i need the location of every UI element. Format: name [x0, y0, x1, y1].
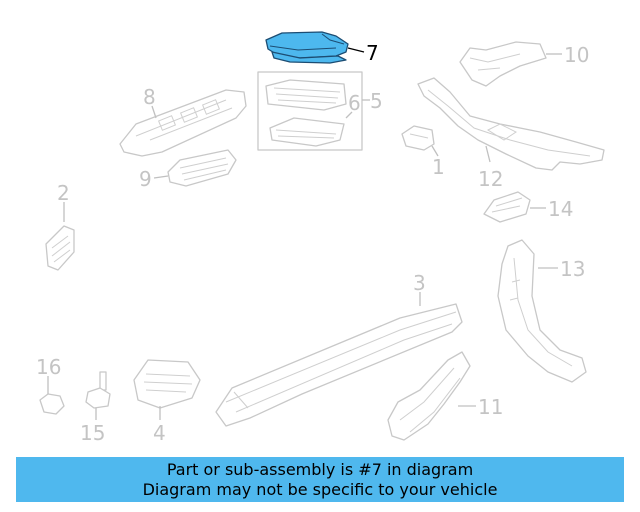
callout-10: 10 — [564, 43, 589, 67]
part-12-long-duct[interactable] — [417, 77, 605, 171]
part-11-bracket-duct[interactable] — [387, 351, 471, 441]
callout-6: 6 — [348, 91, 361, 115]
callout-4: 4 — [153, 421, 166, 445]
callout-8: 8 — [143, 85, 156, 109]
callout-3: 3 — [413, 271, 426, 295]
part-5-assembly-box[interactable] — [257, 71, 363, 151]
part-3-long-rail[interactable] — [215, 303, 463, 427]
banner-line-1: Part or sub-assembly is #7 in diagram — [166, 460, 474, 479]
callout-5: 5 — [370, 89, 383, 113]
part-8-vent-panel[interactable] — [119, 89, 247, 157]
callout-1: 1 — [432, 155, 445, 179]
callout-15: 15 — [80, 421, 105, 445]
callout-16: 16 — [36, 355, 61, 379]
part-2-side-vent[interactable] — [45, 225, 75, 271]
part-16-nut[interactable] — [39, 393, 65, 415]
part-15-clip[interactable] — [85, 371, 111, 409]
parts-diagram: 7 6 5 8 9 10 12 — [36, 31, 605, 445]
callout-11: 11 — [478, 395, 503, 419]
callout-13: 13 — [560, 257, 585, 281]
callout-9: 9 — [139, 167, 152, 191]
callout-7: 7 — [366, 41, 379, 65]
info-banner: Part or sub-assembly is #7 in diagram Di… — [16, 457, 624, 502]
part-4-vent[interactable] — [133, 359, 201, 409]
callout-14: 14 — [548, 197, 573, 221]
part-1-clip[interactable] — [401, 125, 435, 151]
part-13-vertical-duct[interactable] — [497, 239, 587, 383]
callout-12: 12 — [478, 167, 503, 191]
part-10-duct[interactable] — [459, 41, 547, 87]
banner-line-2: Diagram may not be specific to your vehi… — [142, 480, 498, 499]
part-9-grille[interactable] — [167, 149, 237, 187]
part-14-connector[interactable] — [483, 191, 531, 223]
callout-2: 2 — [57, 181, 70, 205]
part-7-duct-highlighted[interactable] — [265, 31, 349, 64]
